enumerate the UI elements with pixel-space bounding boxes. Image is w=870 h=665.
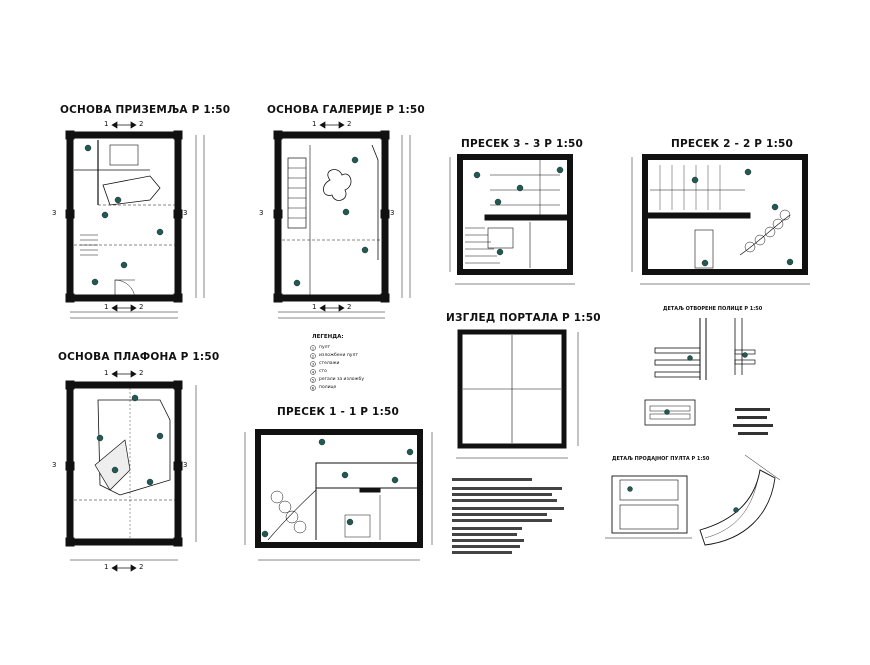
section-2-2 [631, 154, 810, 285]
gallery-plan-title: ОСНОВА ГАЛЕРИЈЕ Р 1:50 [267, 104, 425, 116]
section-1-1-markers [261, 438, 414, 538]
section-3-3-markers [473, 166, 564, 256]
legend-item-5: регали за изложбу [319, 377, 364, 382]
cut-label-2-top-ceiling: 2 [139, 369, 144, 377]
gallery-markers [293, 156, 369, 287]
cut-label-1-top-ceiling: 1 [104, 369, 109, 377]
cut-label-3-right-ceiling: 3 [183, 461, 188, 469]
ceiling-plan [65, 380, 197, 561]
detail-counter [605, 454, 781, 546]
cut-label-1-bottom-ceiling: 1 [104, 563, 109, 571]
cut-label-1-bottom-gallery: 1 [312, 303, 317, 311]
section-3-3-title: ПРЕСЕК 3 - 3 Р 1:50 [461, 138, 583, 150]
cut-label-3-right-ground: 3 [183, 209, 188, 217]
legend-number-3: 3 [312, 362, 315, 367]
cut-arrows [111, 121, 345, 572]
portal-elevation-title: ИЗГЛЕД ПОРТАЛА Р 1:50 [446, 312, 601, 324]
legend-item-4: сто [319, 369, 327, 374]
section-1-1-title: ПРЕСЕК 1 - 1 Р 1:50 [277, 406, 399, 418]
cut-label-2-bottom-ground: 2 [139, 303, 144, 311]
ceiling-markers [96, 394, 164, 486]
section-2-2-title: ПРЕСЕК 2 - 2 Р 1:50 [671, 138, 793, 150]
detail-markers [627, 352, 748, 513]
detail-shelf [644, 318, 773, 435]
ground-floor-plan [65, 130, 205, 319]
cut-label-2-bottom-gallery: 2 [347, 303, 352, 311]
ground-floor-markers [84, 144, 164, 286]
legend-item-6: полице [319, 385, 337, 390]
cut-label-2-bottom-ceiling: 2 [139, 563, 144, 571]
legend-markers [310, 345, 316, 391]
section-2-2-markers [691, 168, 794, 267]
legend-number-6: 6 [312, 386, 315, 391]
section-3-3 [449, 154, 575, 285]
legend-title: ЛЕГЕНДА: [312, 334, 344, 340]
legend-number-1: 1 [312, 346, 315, 351]
cut-label-3-left-gallery: 3 [259, 209, 264, 217]
portal-elevation [456, 329, 579, 459]
legend-item-2: изложбени пулт [319, 353, 358, 358]
section-1-1 [244, 429, 433, 561]
legend-number-4: 4 [312, 370, 315, 375]
ground-floor-plan-title: ОСНОВА ПРИЗЕМЉА Р 1:50 [60, 104, 231, 116]
legend-item-1: пулт [319, 345, 331, 350]
gallery-plan [273, 130, 411, 319]
detail-shelf-title: ДЕТАЉ ОТВОРЕНЕ ПОЛИЦЕ Р 1:50 [663, 306, 763, 312]
cut-label-1-top-gallery: 1 [312, 120, 317, 128]
cut-label-3-left-ground: 3 [52, 209, 57, 217]
cut-label-2-top-gallery: 2 [347, 120, 352, 128]
cut-label-2-top-ground: 2 [139, 120, 144, 128]
legend-item-3: стелажи [319, 361, 340, 366]
cut-label-1-top-ground: 1 [104, 120, 109, 128]
cut-label-3-right-gallery: 3 [390, 209, 395, 217]
cut-label-1-bottom-ground: 1 [104, 303, 109, 311]
ceiling-plan-title: ОСНОВА ПЛАФОНА Р 1:50 [58, 351, 220, 363]
notes-block [452, 478, 564, 554]
detail-counter-title: ДЕТАЉ ПРОДАЈНОГ ПУЛТА Р 1:50 [612, 456, 710, 462]
legend-number-2: 2 [312, 354, 315, 359]
legend-number-5: 5 [312, 378, 315, 383]
cut-label-3-left-ceiling: 3 [52, 461, 57, 469]
